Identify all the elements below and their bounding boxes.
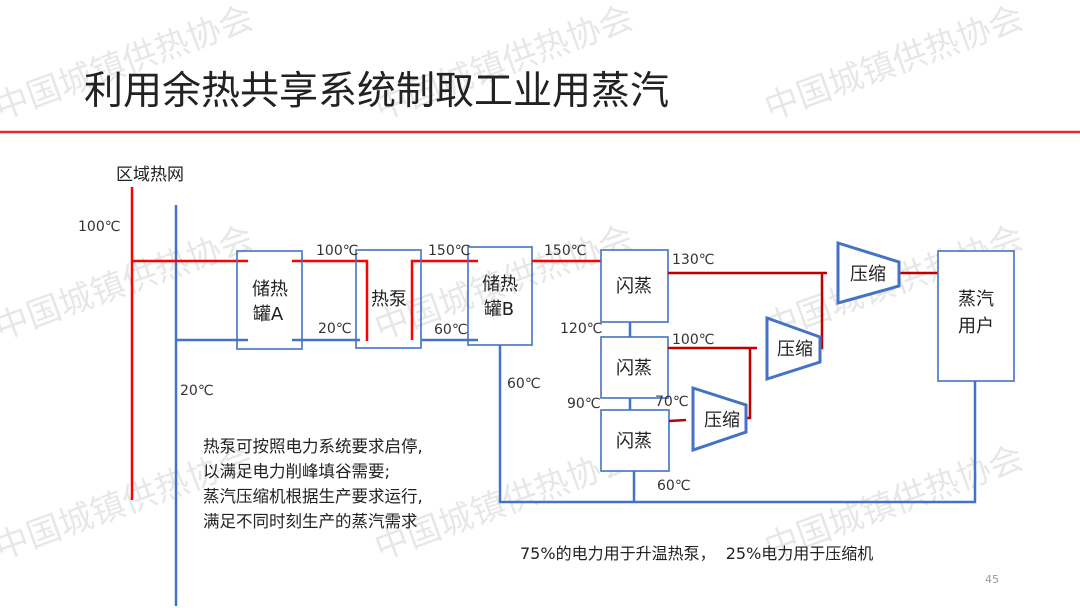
page-number: 45 — [985, 573, 999, 586]
supply-pipe — [410, 259, 478, 340]
return-pipe — [498, 345, 977, 504]
note-line: 满足不同时刻生产的蒸汽需求 — [203, 512, 418, 531]
flash-vessel-1 — [600, 249, 669, 323]
note-line: 蒸汽压缩机根据生产要求运行, — [203, 487, 423, 506]
temp-label: 60℃ — [507, 376, 541, 392]
compressor-label: 压缩 — [777, 339, 813, 360]
temp-label: 100℃ — [78, 219, 120, 235]
temp-label: 150℃ — [544, 243, 586, 259]
temp-label: 60℃ — [657, 478, 691, 494]
caption: 75%的电力用于升温热泵， 25%电力用于压缩机 — [520, 544, 873, 563]
temp-label: 100℃ — [672, 332, 714, 348]
tank-b-label: 储热 — [482, 274, 518, 295]
heat-pump-label: 热泵 — [371, 289, 407, 310]
compressor-label: 压缩 — [704, 410, 740, 431]
network-label: 区域热网 — [116, 165, 184, 185]
compressor-2 — [765, 315, 822, 382]
steam-pipe — [668, 418, 687, 423]
steam-user-label: 蒸汽 — [958, 289, 994, 310]
temp-label: 60℃ — [434, 322, 468, 338]
tank-a-label: 罐A — [253, 304, 284, 325]
flash-label: 闪蒸 — [616, 431, 652, 452]
page-title: 利用余热共享系统制取工业用蒸汽 — [84, 69, 669, 114]
note-line: 以满足电力削峰填谷需要; — [203, 462, 390, 481]
temp-label: 20℃ — [318, 321, 352, 337]
steam-user-label: 用户 — [958, 316, 994, 337]
flash-label: 闪蒸 — [616, 276, 652, 297]
flash-label: 闪蒸 — [616, 358, 652, 379]
tank-a-label: 储热 — [252, 279, 288, 300]
steam-user — [937, 250, 1015, 382]
compressor-label: 压缩 — [850, 264, 886, 285]
temp-label: 130℃ — [672, 252, 714, 268]
watermark: 中国城镇供热协会 — [759, 0, 1028, 128]
temp-label: 100℃ — [316, 243, 358, 259]
temp-label: 70℃ — [655, 394, 689, 410]
supply-pipe — [292, 259, 369, 341]
tank-b-label: 罐B — [484, 299, 514, 320]
storage-tank-a — [236, 250, 303, 350]
temp-label: 120℃ — [560, 321, 602, 337]
compressor-1 — [836, 240, 901, 305]
flash-vessel-3 — [600, 409, 670, 472]
watermark: 中国城镇供热协会 — [0, 218, 259, 349]
flash-vessel-2 — [600, 336, 669, 399]
temp-label: 20℃ — [180, 383, 214, 399]
note-line: 热泵可按照电力系统要求启停, — [203, 437, 423, 456]
heat-pump — [355, 249, 422, 349]
temp-label: 150℃ — [428, 243, 470, 259]
temp-label: 90℃ — [567, 396, 601, 412]
compressor-3 — [691, 385, 748, 453]
